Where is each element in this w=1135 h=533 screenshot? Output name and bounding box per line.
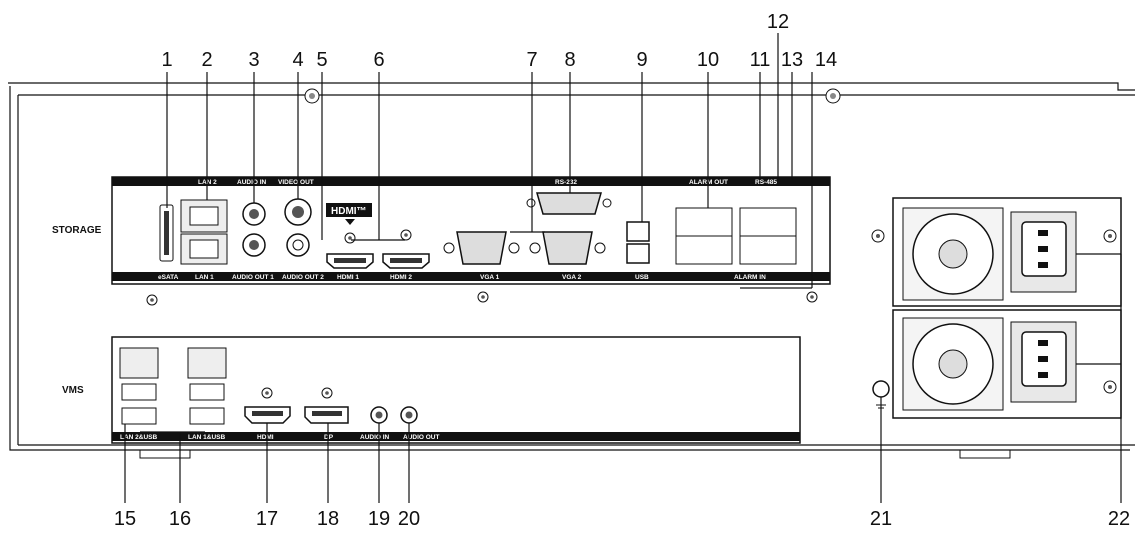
vms-lan2-port	[119, 347, 159, 379]
callout-1: 1	[161, 49, 172, 71]
label-audio-out1: AUDIO OUT 1	[232, 274, 274, 281]
hdmi1-port	[326, 253, 374, 269]
vms-audio-out-jack	[400, 406, 418, 424]
label-lan1-usb: LAN 1&USB	[188, 434, 226, 441]
chassis	[8, 82, 1135, 459]
callout-14: 14	[815, 49, 837, 71]
vms-usb-port	[189, 383, 225, 401]
label-hdmi1: HDMI 1	[337, 274, 359, 281]
screw-icon	[344, 232, 356, 244]
screw-icon	[806, 291, 818, 303]
callout-2: 2	[201, 49, 212, 71]
usb-port	[626, 221, 650, 264]
storage-panel: LAN 2 AUDIO IN VIDEO OUT RS-232 ALARM OU…	[111, 176, 831, 285]
label-rs232: RS-232	[555, 179, 577, 186]
label-hdmi2: HDMI 2	[390, 274, 412, 281]
label-esata: eSATA	[158, 274, 179, 281]
vga2-port	[529, 231, 606, 265]
label-usb: USB	[635, 274, 649, 281]
callout-6: 6	[373, 49, 384, 71]
callout-10: 10	[697, 49, 719, 71]
hdmi-logo: HDMI™	[331, 206, 367, 217]
label-vms-audio-out: AUDIO OUT	[403, 434, 440, 441]
screw-icon	[1103, 380, 1117, 394]
screw-icon	[1103, 229, 1117, 243]
callout-15: 15	[114, 508, 136, 530]
label-dp: DP	[324, 434, 334, 441]
callout-12: 12	[767, 11, 789, 33]
label-vga2: VGA 2	[562, 274, 582, 281]
callout-16: 16	[169, 508, 191, 530]
section-vms: VMS	[62, 385, 84, 396]
callout-18: 18	[317, 508, 339, 530]
video-out-jack	[284, 198, 312, 226]
label-audio-in: AUDIO IN	[237, 179, 267, 186]
vms-usb-port	[189, 407, 225, 425]
leader-lines	[124, 33, 1122, 503]
callout-11: 11	[750, 49, 771, 71]
audio-out1-jack	[242, 233, 266, 257]
screw-icon	[261, 387, 273, 399]
vms-usb-port	[121, 383, 157, 401]
screw-icon	[321, 387, 333, 399]
callout-22: 22	[1108, 508, 1130, 530]
chassis-screw-icon	[825, 88, 841, 104]
callout-5: 5	[316, 49, 327, 71]
screw-icon	[400, 229, 412, 241]
callout-9: 9	[636, 49, 647, 71]
callout-21: 21	[870, 508, 892, 530]
callout-20: 20	[398, 508, 420, 530]
callout-8: 8	[564, 49, 575, 71]
vms-dp-port	[304, 406, 349, 424]
label-vga1: VGA 1	[480, 274, 500, 281]
callout-7: 7	[526, 49, 537, 71]
screw-icon	[477, 291, 489, 303]
label-rs485: RS-485	[755, 179, 777, 186]
vms-panel: LAN 2&USB LAN 1&USB HDMI DP AUDIO IN AUD…	[111, 336, 801, 444]
label-vms-audio-in: AUDIO IN	[360, 434, 390, 441]
vms-hdmi-port	[244, 406, 291, 424]
callout-13: 13	[781, 49, 803, 71]
callout-19: 19	[368, 508, 390, 530]
chassis-screw-icon	[304, 88, 320, 104]
screw-icon	[146, 294, 158, 306]
label-vms-hdmi: HDMI	[257, 434, 274, 441]
label-alarm-in: ALARM IN	[734, 274, 766, 281]
callout-3: 3	[248, 49, 259, 71]
section-storage: STORAGE	[52, 225, 102, 236]
vms-audio-in-jack	[370, 406, 388, 424]
hdmi2-port	[382, 253, 430, 269]
label-lan2-usb: LAN 2&USB	[120, 434, 158, 441]
vga1-port	[443, 231, 520, 265]
audio-out2-jack	[286, 233, 310, 257]
power-supply-1	[892, 197, 1122, 307]
vms-lan1-port	[187, 347, 227, 379]
callout-17: 17	[256, 508, 278, 530]
audio-in-jack	[242, 202, 266, 226]
callout-4: 4	[292, 49, 303, 71]
vms-usb-port	[121, 407, 157, 425]
label-audio-out2: AUDIO OUT 2	[282, 274, 324, 281]
label-lan1: LAN 1	[195, 274, 214, 281]
rs232-port	[526, 192, 612, 215]
label-video-out: VIDEO OUT	[278, 179, 314, 186]
screw-icon	[871, 229, 885, 243]
